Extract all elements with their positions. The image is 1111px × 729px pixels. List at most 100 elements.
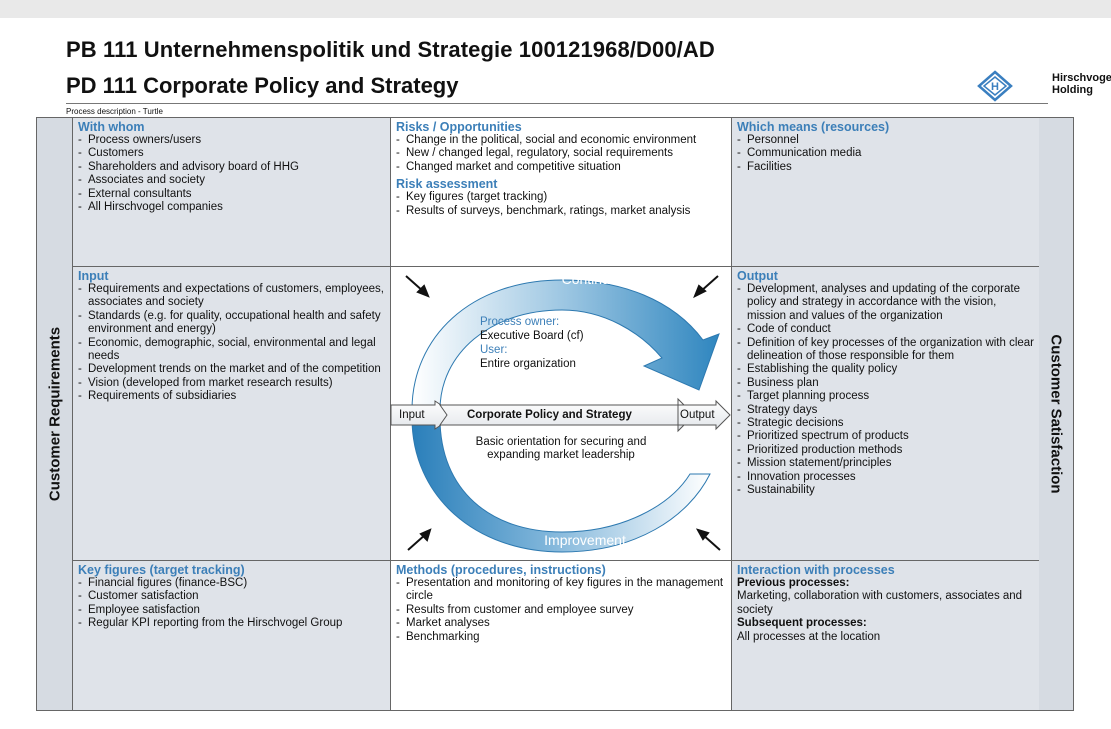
list-item: Change in the political, social and econ…: [396, 134, 726, 148]
list-item: Prioritized spectrum of products: [737, 430, 1034, 444]
list-item: Associates and society: [78, 174, 385, 188]
list-item: Strategic decisions: [737, 417, 1034, 431]
risk-assessment-heading: Risk assessment: [396, 177, 498, 192]
list-item: Business plan: [737, 377, 1034, 391]
list-item: Requirements of subsidiaries: [78, 390, 385, 404]
continuous-label: Continuous: [561, 271, 633, 287]
list-item: Results from customer and employee surve…: [396, 604, 726, 618]
title-rule: [66, 103, 1048, 104]
grid-hline-1: [73, 266, 1039, 267]
list-item: Development, analyses and updating of th…: [737, 283, 1034, 323]
list-item: Financial figures (finance-BSC): [78, 577, 385, 591]
side-bar-right: Customer Satisfaction: [1037, 118, 1073, 710]
logo-line-2: Holding: [1052, 84, 1093, 96]
process-pipe-main: [439, 397, 695, 433]
risks-cell: Risks / Opportunities Change in the poli…: [391, 118, 731, 266]
process-pipe-output: [677, 399, 731, 431]
risk-assessment-list: Key figures (target tracking) Results of…: [396, 191, 726, 218]
grid-vline-2: [731, 118, 732, 710]
improvement-label: Improvement: [544, 532, 626, 548]
list-item: Mission statement/principles: [737, 457, 1034, 471]
previous-processes-heading: Previous processes:: [737, 577, 850, 589]
interaction-cell: Interaction with processes Previous proc…: [732, 561, 1039, 710]
key-figures-cell: Key figures (target tracking) Financial …: [73, 561, 390, 710]
list-item: Presentation and monitoring of key figur…: [396, 577, 726, 604]
logo-line-1: Hirschvogel: [1052, 72, 1111, 84]
customer-satisfaction-label: Customer Satisfaction: [1047, 334, 1064, 494]
output-cell: Output Development, analyses and updatin…: [732, 267, 1039, 560]
list-item: Market analyses: [396, 617, 726, 631]
process-owner-value: Executive Board (cf): [480, 330, 584, 342]
pipe-input-label: Input: [399, 409, 425, 421]
list-item: Customer satisfaction: [78, 590, 385, 604]
list-item: Vision (developed from market research r…: [78, 377, 385, 391]
list-item: Standards (e.g. for quality, occupationa…: [78, 310, 385, 337]
input-heading: Input: [78, 269, 109, 283]
key-figures-heading: Key figures (target tracking): [78, 563, 245, 577]
list-item: Process owners/users: [78, 134, 385, 148]
risks-list: Change in the political, social and econ…: [396, 134, 726, 175]
means-cell: Which means (resources) Personnel Commun…: [732, 118, 1039, 266]
list-item: All Hirschvogel companies: [78, 201, 385, 215]
list-item: Code of conduct: [737, 323, 1034, 337]
list-item: Innovation processes: [737, 471, 1034, 485]
svg-text:H: H: [991, 81, 999, 93]
interaction-heading: Interaction with processes: [737, 563, 895, 577]
input-cell: Input Requirements and expectations of c…: [73, 267, 390, 560]
corner-arrows: [405, 275, 721, 551]
page-title-english: PD 111 Corporate Policy and Strategy: [66, 73, 459, 98]
list-item: Communication media: [737, 147, 1034, 161]
risks-heading: Risks / Opportunities: [396, 120, 522, 134]
list-item: Definition of key processes of the organ…: [737, 337, 1034, 364]
list-item: Sustainability: [737, 484, 1034, 498]
grid-hline-2: [73, 560, 1039, 561]
side-bar-left: Customer Requirements: [37, 118, 73, 710]
top-strip: [0, 0, 1111, 18]
key-figures-list: Financial figures (finance-BSC) Customer…: [78, 577, 385, 631]
process-cycle: Continuous Improvement Process owner: Ex…: [390, 268, 731, 558]
list-item: Customers: [78, 147, 385, 161]
list-item: Prioritized production methods: [737, 444, 1034, 458]
list-item: Requirements and expectations of custome…: [78, 283, 385, 310]
previous-processes-text: Marketing, collaboration with customers,…: [737, 590, 1023, 616]
list-item: Facilities: [737, 161, 1034, 175]
user-value: Entire organization: [480, 358, 576, 370]
list-item: Changed market and competitive situation: [396, 161, 726, 175]
orientation-text: Basic orientation for securing and expan…: [475, 436, 647, 462]
hexagon-h-logo-icon: H: [977, 70, 1013, 102]
turtle-diagram: Customer Requirements Customer Satisfact…: [36, 117, 1074, 711]
customer-requirements-label: Customer Requirements: [46, 326, 63, 502]
list-item: Key figures (target tracking): [396, 191, 726, 205]
means-list: Personnel Communication media Facilities: [737, 134, 1034, 175]
subsequent-processes-heading: Subsequent processes:: [737, 617, 867, 630]
list-item: Target planning process: [737, 390, 1034, 404]
list-item: Shareholders and advisory board of HHG: [78, 161, 385, 175]
cycle-graphic: [390, 275, 731, 553]
list-item: External consultants: [78, 188, 385, 202]
methods-heading: Methods (procedures, instructions): [396, 563, 606, 577]
list-item: New / changed legal, regulatory, social …: [396, 147, 726, 161]
with-whom-heading: With whom: [78, 120, 145, 134]
list-item: Regular KPI reporting from the Hirschvog…: [78, 617, 385, 631]
list-item: Benchmarking: [396, 631, 726, 645]
list-item: Personnel: [737, 134, 1034, 148]
subsequent-processes-text: All processes at the location: [737, 630, 881, 643]
methods-cell: Methods (procedures, instructions) Prese…: [391, 561, 731, 710]
methods-list: Presentation and monitoring of key figur…: [396, 577, 726, 644]
improvement-arrow: [411, 417, 711, 553]
process-owner-label: Process owner:: [480, 316, 560, 328]
means-heading: Which means (resources): [737, 120, 890, 134]
output-heading: Output: [737, 269, 778, 283]
list-item: Development trends on the market and of …: [78, 363, 385, 377]
list-item: Employee satisfaction: [78, 604, 385, 618]
logo-text: Hirschvogel Holding: [1052, 72, 1111, 96]
list-item: Economic, demographic, social, environme…: [78, 337, 385, 364]
pipe-process-label: Corporate Policy and Strategy: [467, 409, 632, 421]
with-whom-cell: With whom Process owners/users Customers…: [73, 118, 390, 266]
output-list: Development, analyses and updating of th…: [737, 283, 1034, 498]
user-label: User:: [480, 344, 508, 356]
input-list: Requirements and expectations of custome…: [78, 283, 385, 404]
pipe-output-label: Output: [680, 409, 715, 421]
list-item: Results of surveys, benchmark, ratings, …: [396, 205, 726, 219]
list-item: Establishing the quality policy: [737, 363, 1034, 377]
